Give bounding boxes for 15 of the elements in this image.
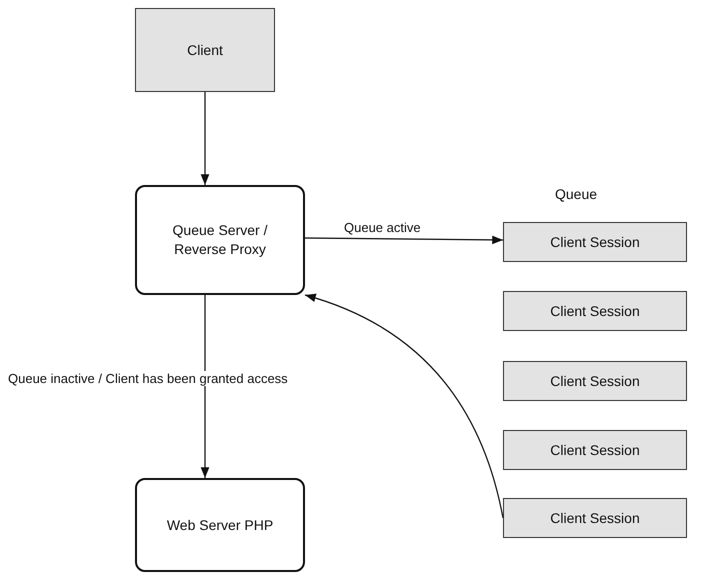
client-box: Client Session	[503, 430, 687, 470]
client-box: Client Session	[503, 291, 687, 331]
edge-label: Queue active	[342, 220, 423, 235]
group-heading: Queue	[555, 186, 598, 202]
arrow	[305, 236, 503, 244]
server-box: Queue Server / Reverse Proxy	[135, 185, 305, 295]
client-box: Client Session	[503, 498, 687, 538]
arrow	[200, 92, 210, 185]
client-box: Client Session	[503, 222, 687, 262]
arrow	[200, 295, 210, 478]
arrow	[304, 294, 504, 518]
edge-label: Queue inactive / Client has been granted access	[6, 371, 290, 386]
client-box: Client	[135, 8, 275, 92]
server-box: Web Server PHP	[135, 478, 305, 572]
client-box: Client Session	[503, 361, 687, 401]
